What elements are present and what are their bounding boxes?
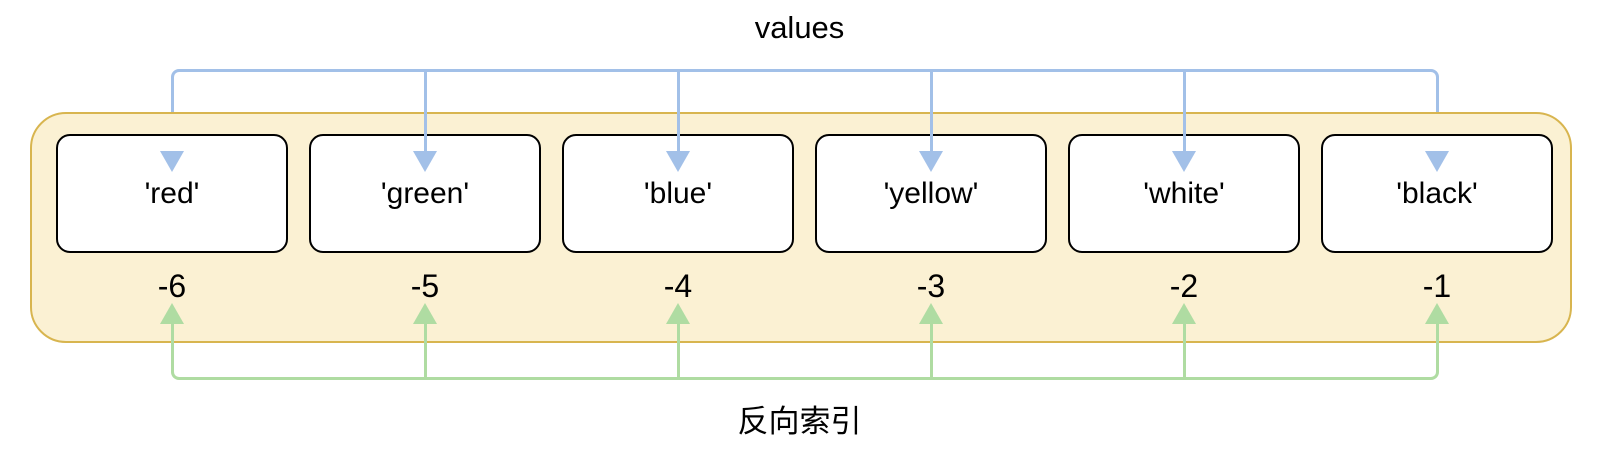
values-arrow-line: [929, 69, 933, 152]
up-arrow-icon: [1425, 303, 1449, 324]
down-arrow-icon: [413, 151, 437, 172]
down-arrow-icon: [160, 151, 184, 172]
down-arrow-icon: [919, 151, 943, 172]
reverse-index-arrow-line: [929, 323, 933, 377]
up-arrow-icon: [160, 303, 184, 324]
cell-value: 'yellow': [883, 176, 979, 210]
negative-index-label: -2: [1169, 268, 1199, 304]
down-arrow-icon: [666, 151, 690, 172]
down-arrow-icon: [1172, 151, 1196, 172]
values-arrow-line: [1182, 69, 1186, 152]
negative-index-label: -4: [663, 268, 693, 304]
reverse-index-arrow-line: [1182, 323, 1186, 377]
up-arrow-icon: [666, 303, 690, 324]
values-label: values: [754, 10, 845, 45]
reverse-index-arrow-line: [676, 323, 680, 377]
up-arrow-icon: [919, 303, 943, 324]
reverse-index-label: 反向索引: [737, 404, 862, 439]
reverse-index-bracket-line: [171, 323, 1439, 380]
cell-value: 'blue': [643, 176, 713, 210]
up-arrow-icon: [1172, 303, 1196, 324]
cell-value: 'black': [1396, 176, 1478, 210]
reverse-index-arrow-line: [423, 323, 427, 377]
negative-index-label: -6: [157, 268, 187, 304]
values-bracket-line: [171, 69, 1439, 152]
values-arrow-line: [423, 69, 427, 152]
up-arrow-icon: [413, 303, 437, 324]
negative-index-label: -1: [1422, 268, 1452, 304]
negative-index-label: -5: [410, 268, 440, 304]
cell-value: 'green': [380, 176, 470, 210]
cell-value: 'red': [144, 176, 200, 210]
negative-index-label: -3: [916, 268, 946, 304]
down-arrow-icon: [1425, 151, 1449, 172]
values-arrow-line: [676, 69, 680, 152]
cell-value: 'white': [1143, 176, 1225, 210]
